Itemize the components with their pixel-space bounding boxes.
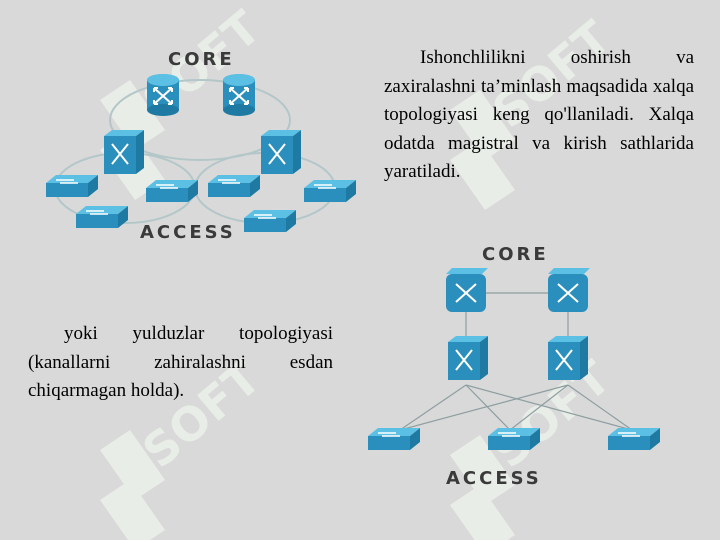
distribution-switch-icon bbox=[447, 335, 489, 381]
access-switch-icon bbox=[607, 427, 661, 451]
core-router-icon bbox=[146, 73, 180, 117]
core-router-icon bbox=[222, 73, 256, 117]
links bbox=[399, 292, 633, 431]
access-switch-icon bbox=[45, 174, 99, 198]
access-label: ACCESS bbox=[140, 222, 236, 243]
core-router-icon bbox=[547, 267, 591, 313]
access-switch-icon bbox=[487, 427, 541, 451]
ring-topology-paragraph: Ishonchlilikni oshirish va zaxiralashni … bbox=[384, 47, 694, 182]
access-switch-icon bbox=[145, 179, 199, 203]
access-switch-icon bbox=[303, 179, 357, 203]
core-router-icon bbox=[445, 267, 489, 313]
access-switch-icon bbox=[75, 205, 129, 229]
star-topology-diagram: CORE ACCESS bbox=[367, 244, 661, 489]
core-ring bbox=[109, 79, 291, 161]
distribution-switch-icon bbox=[547, 335, 589, 381]
distribution-switch-icon bbox=[260, 129, 302, 175]
distribution-switch-icon bbox=[103, 129, 145, 175]
access-switch-icon bbox=[367, 427, 421, 451]
star-topology-paragraph: yoki yulduzlar topologiyasi (kanallarni … bbox=[28, 323, 333, 401]
ring-topology-diagram: CORE ACCESS bbox=[45, 49, 357, 243]
core-label: CORE bbox=[482, 244, 549, 265]
access-label: ACCESS bbox=[446, 468, 542, 489]
access-switch-icon bbox=[243, 209, 297, 233]
access-switch-icon bbox=[207, 174, 261, 198]
core-label: CORE bbox=[168, 49, 235, 70]
